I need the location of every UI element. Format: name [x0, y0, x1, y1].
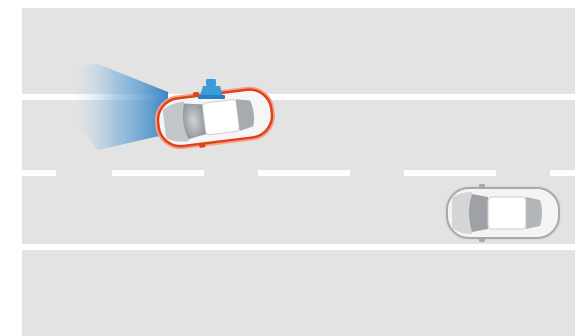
lane-line-bottom — [22, 244, 575, 250]
other-car-icon — [447, 184, 559, 242]
